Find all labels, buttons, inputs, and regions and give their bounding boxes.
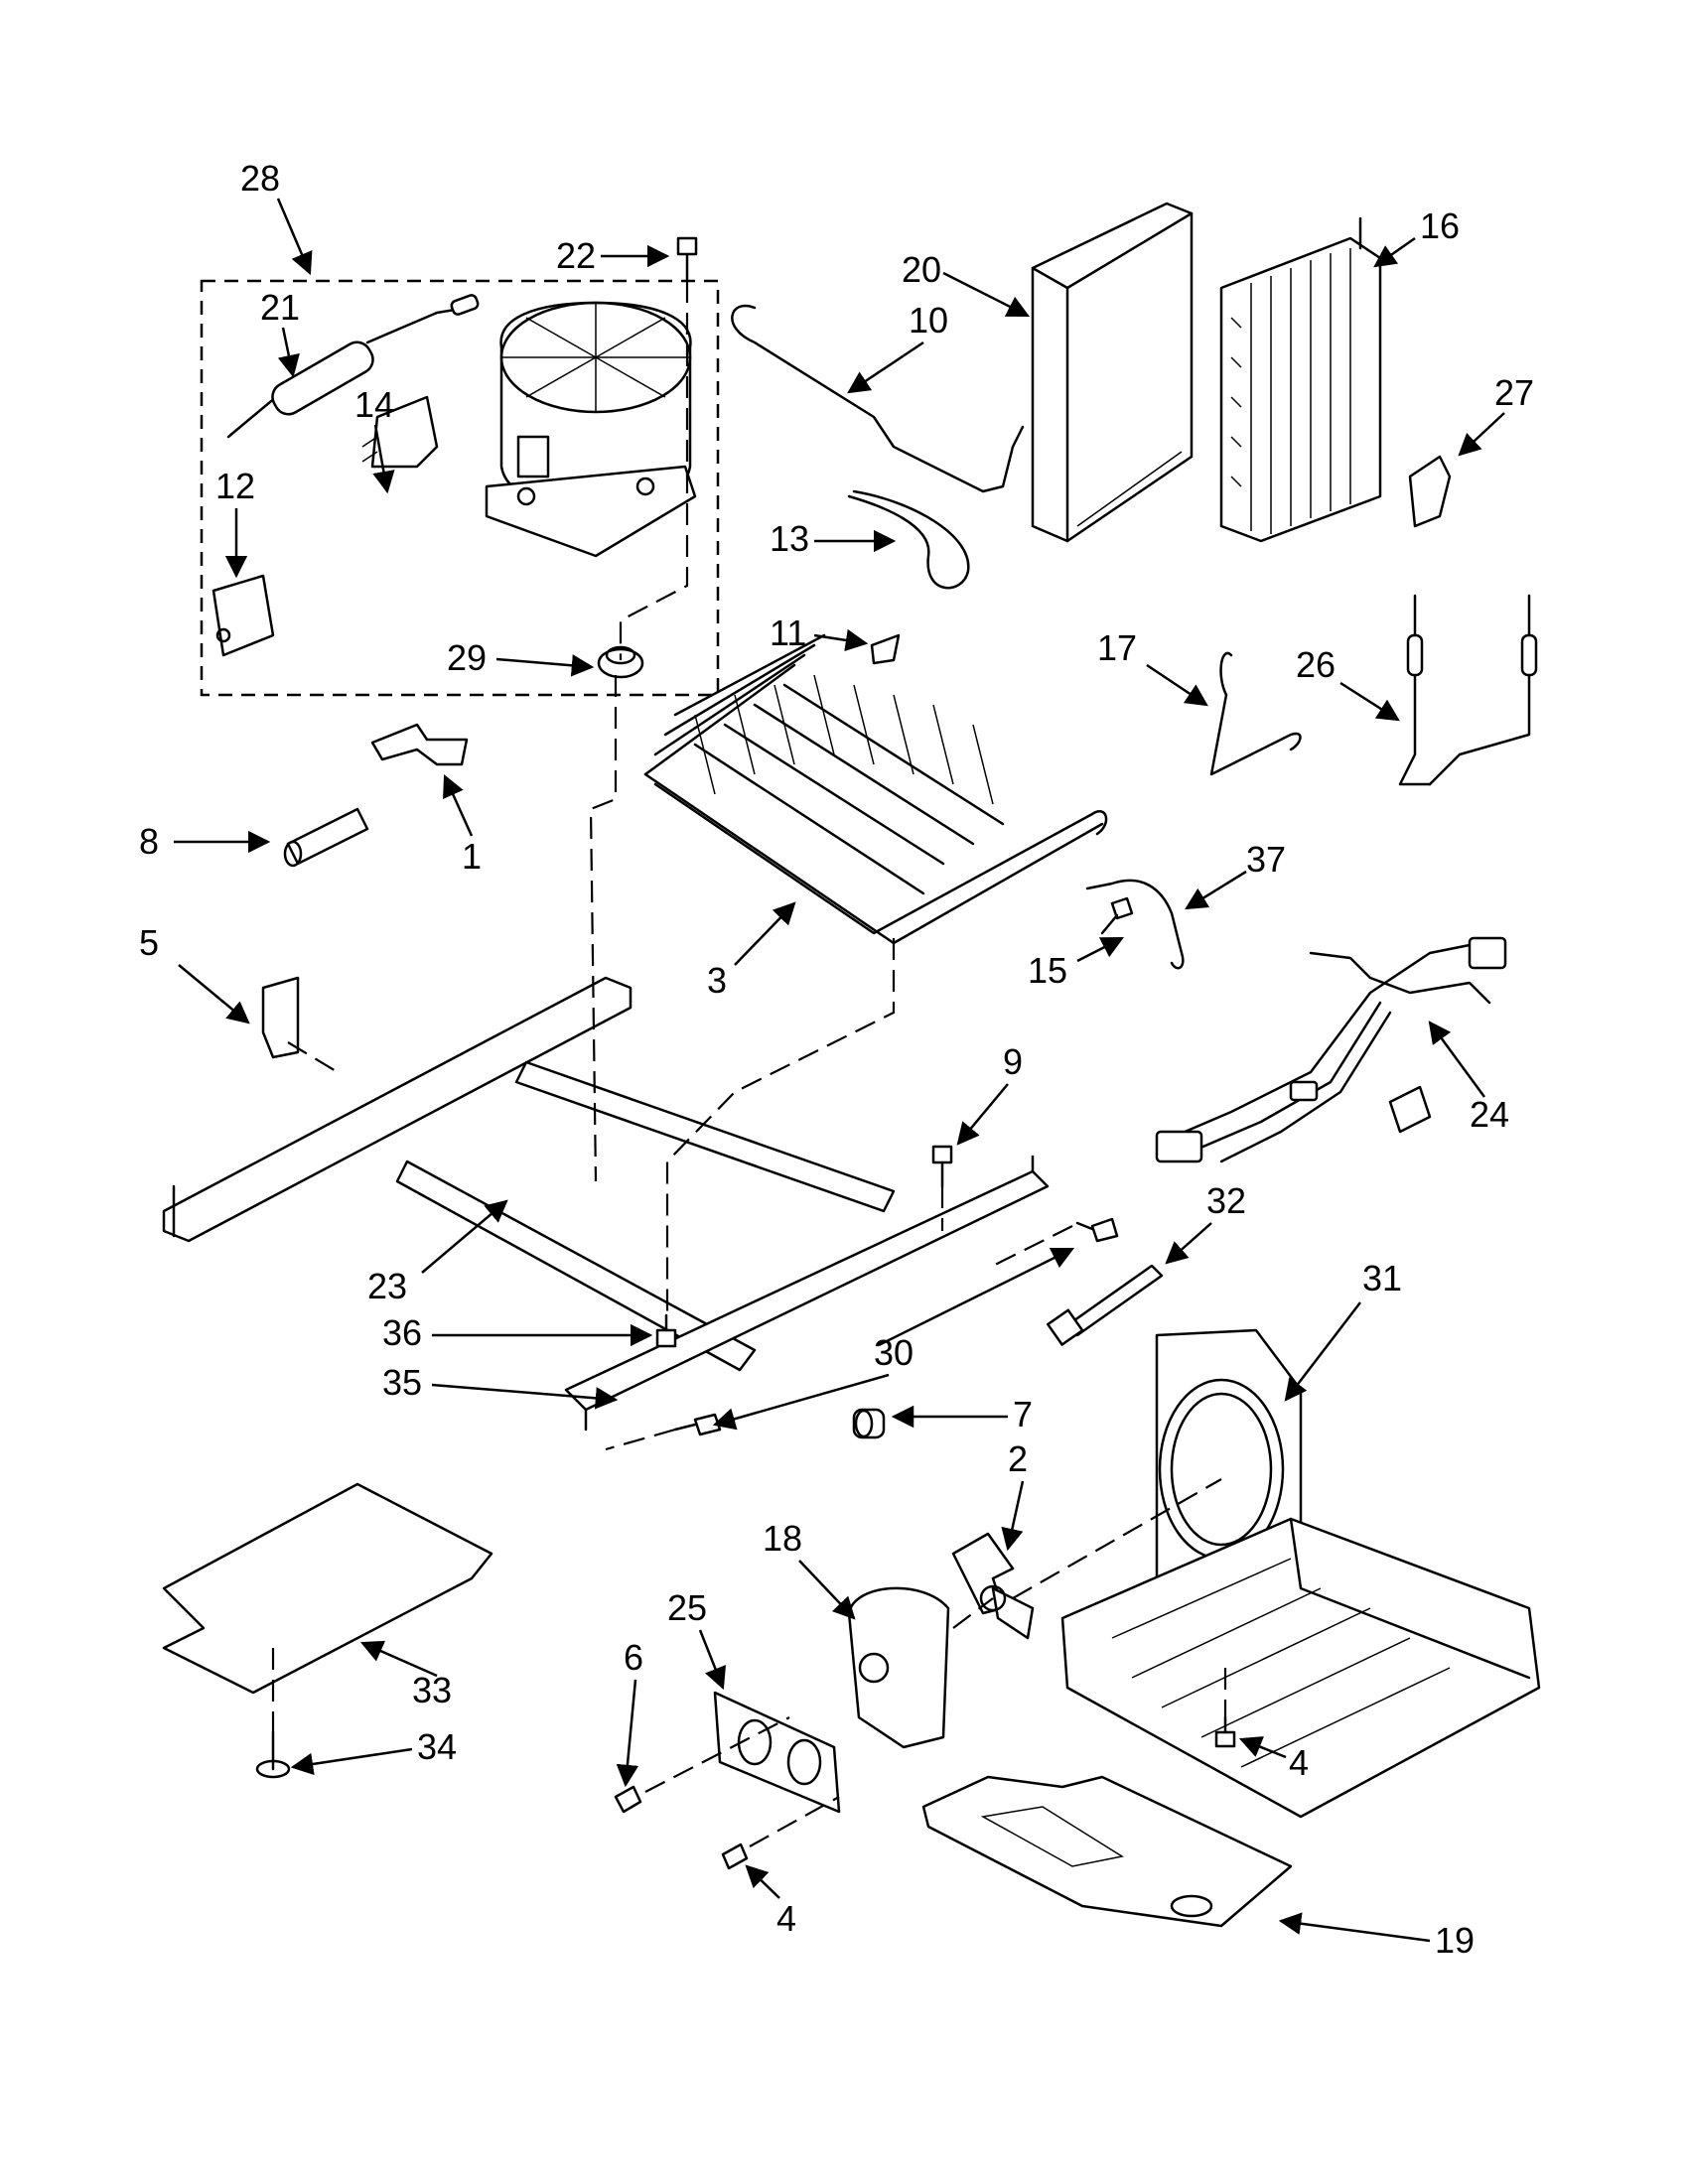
start-device xyxy=(361,395,439,469)
compressor-kit-box xyxy=(200,279,720,697)
callout-35: 35 xyxy=(382,1362,422,1403)
callout-7: 7 xyxy=(1013,1394,1033,1434)
bracket-5 xyxy=(261,976,300,1059)
screw-4-bottom xyxy=(721,1843,749,1870)
callout-17: 17 xyxy=(1097,627,1137,668)
callout-32: 32 xyxy=(1206,1180,1246,1221)
callout-18: 18 xyxy=(763,1518,802,1559)
tube-37 xyxy=(1085,879,1185,970)
callout-24: 24 xyxy=(1470,1094,1509,1135)
callout-22: 22 xyxy=(556,235,596,276)
insulation-sheet xyxy=(162,1482,493,1695)
callout-16: 16 xyxy=(1420,205,1460,246)
fan-motor xyxy=(847,1586,950,1749)
callout-33: 33 xyxy=(412,1670,452,1710)
callout-26: 26 xyxy=(1296,644,1336,685)
callout-36: 36 xyxy=(382,1312,422,1353)
callout-23: 23 xyxy=(367,1266,407,1306)
drier xyxy=(226,294,480,439)
evaporator xyxy=(643,633,1108,945)
callout-1: 1 xyxy=(462,836,482,877)
assembly-dash-lines xyxy=(271,281,1227,1847)
callout-31: 31 xyxy=(1362,1258,1402,1298)
drain-pan xyxy=(921,1775,1293,1928)
callout-37: 37 xyxy=(1246,839,1286,880)
callout-8: 8 xyxy=(139,821,159,862)
overload xyxy=(211,574,275,657)
fan-blade xyxy=(951,1532,1035,1640)
condenser-shroud xyxy=(1031,202,1194,543)
grommet xyxy=(597,645,644,679)
callout-19: 19 xyxy=(1435,1920,1475,1961)
screw-22 xyxy=(676,236,698,283)
screw-15 xyxy=(1100,896,1134,935)
callout-5: 5 xyxy=(139,922,159,963)
cap-7 xyxy=(852,1408,886,1439)
screw-4-right xyxy=(1214,1715,1236,1748)
callout-11: 11 xyxy=(770,613,806,653)
leveler xyxy=(255,1730,291,1779)
callout-12: 12 xyxy=(215,466,255,506)
callout-27: 27 xyxy=(1494,372,1534,413)
callout-28: 28 xyxy=(240,158,280,199)
hairpin-13 xyxy=(847,489,970,590)
bracket-27 xyxy=(1408,455,1452,528)
clip-11 xyxy=(870,633,901,665)
condenser xyxy=(1219,216,1382,543)
screw-9 xyxy=(931,1145,953,1188)
bracket-17 xyxy=(1209,651,1302,776)
screw-30 xyxy=(673,1413,722,1436)
callout-25: 25 xyxy=(667,1587,707,1628)
callout-4-bottom: 4 xyxy=(776,1898,796,1939)
callout-2: 2 xyxy=(1008,1438,1028,1479)
insulation-tube-8 xyxy=(283,807,369,868)
callout-6: 6 xyxy=(624,1637,643,1678)
callout-14: 14 xyxy=(354,384,394,425)
clip-1 xyxy=(370,723,469,766)
callout-4-right: 4 xyxy=(1289,1742,1309,1783)
callout-13: 13 xyxy=(770,518,809,559)
base-pan xyxy=(1060,1517,1541,1819)
screw-36 xyxy=(655,1313,677,1348)
callout-10: 10 xyxy=(909,300,948,341)
tube-26 xyxy=(1398,594,1538,786)
tube-10 xyxy=(731,304,1025,493)
callout-34: 34 xyxy=(417,1726,457,1767)
callout-labels: 28 22 21 14 12 29 20 10 16 27 13 11 17 2… xyxy=(139,158,1534,1961)
wire-harness xyxy=(1155,936,1507,1163)
motor-bracket xyxy=(713,1691,841,1814)
screw-right xyxy=(1075,1217,1119,1243)
compressor xyxy=(485,301,697,558)
callout-20: 20 xyxy=(902,249,941,290)
callout-9: 9 xyxy=(1003,1041,1023,1082)
callout-21: 21 xyxy=(260,287,300,328)
cable-tie xyxy=(1047,1264,1164,1346)
callout-29: 29 xyxy=(447,637,487,678)
screw-6 xyxy=(614,1785,642,1814)
callout-3: 3 xyxy=(707,960,727,1001)
callout-15: 15 xyxy=(1028,950,1067,991)
